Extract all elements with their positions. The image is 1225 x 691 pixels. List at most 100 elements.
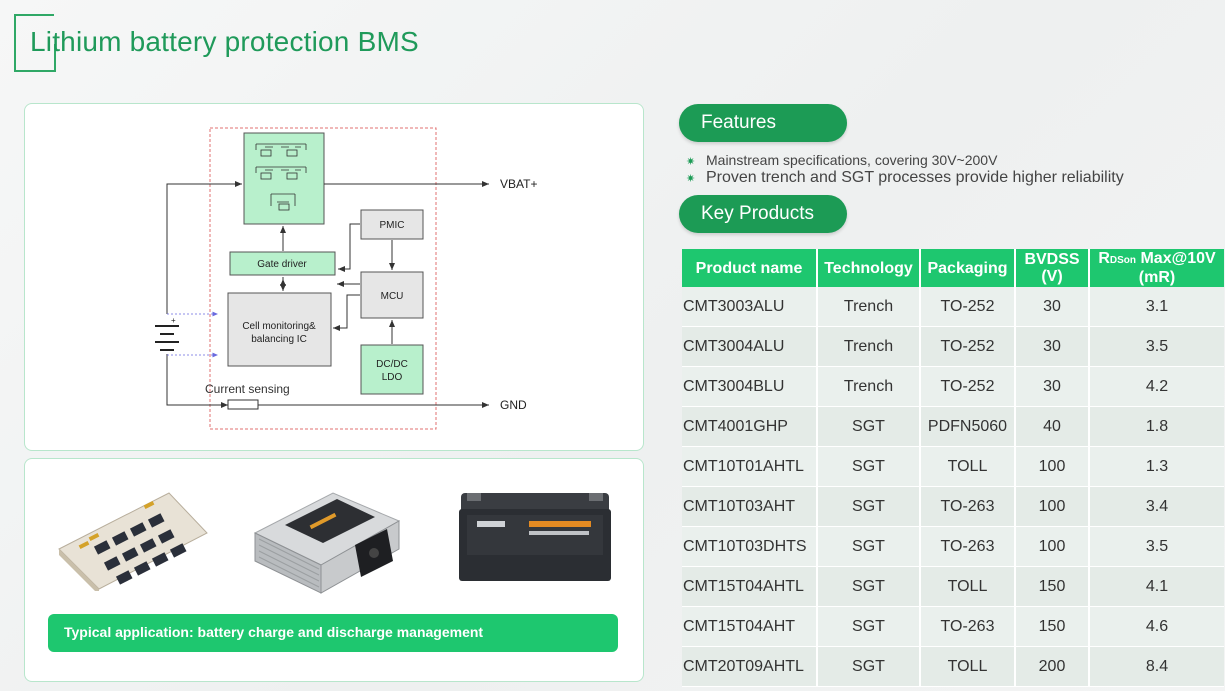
- technology-cell: SGT: [817, 446, 921, 487]
- rdson-cell: 1.3: [1089, 446, 1224, 487]
- technology-cell: SGT: [817, 486, 921, 527]
- col-product-name: Product name: [682, 249, 818, 287]
- mosfet-symbols: [255, 143, 307, 211]
- features-heading: Features: [679, 104, 847, 142]
- bvdss-cell: 100: [1015, 526, 1090, 567]
- mosfet-block: [243, 132, 325, 225]
- feature-item: ✷Mainstream specifications, covering 30V…: [686, 152, 998, 168]
- typical-application-banner: Typical application: battery charge and …: [48, 614, 618, 652]
- cell-monitoring-block: [227, 292, 332, 367]
- bms-boundary: [209, 127, 437, 430]
- pmic-block: [360, 209, 424, 240]
- mcu-label: MCU: [381, 291, 404, 302]
- current-sense-resistor: [227, 399, 259, 410]
- current-sensing-label: Current sensing: [205, 382, 290, 396]
- product-name-cell: CMT15T04AHTL: [682, 566, 818, 607]
- block-diagram-panel: Gate driver PMIC MCU Cell monitoring& ba…: [24, 103, 644, 451]
- packaging-cell: TO-252: [920, 287, 1016, 327]
- mcu-block: [360, 271, 424, 319]
- dcdc-block: [360, 344, 424, 395]
- rdson-cell: 8.4: [1089, 646, 1224, 687]
- star-bullet-icon: ✷: [686, 156, 696, 168]
- bvdss-cell: 100: [1015, 486, 1090, 527]
- technology-cell: Trench: [817, 366, 921, 407]
- lithium-battery-image: [459, 493, 611, 581]
- rdson-cell: 3.1: [1089, 287, 1224, 327]
- key-products-table: Product name Technology Packaging BVDSS(…: [682, 249, 1224, 687]
- rdson-cell: 4.2: [1089, 366, 1224, 407]
- rdson-cell: 4.6: [1089, 606, 1224, 647]
- bms-block-diagram: Gate driver PMIC MCU Cell monitoring& ba…: [155, 127, 537, 430]
- bvdss-cell: 30: [1015, 326, 1090, 367]
- bvdss-cell: 40: [1015, 406, 1090, 447]
- packaging-cell: TO-252: [920, 326, 1016, 367]
- application-photos-panel: Typical application: battery charge and …: [24, 458, 644, 682]
- packaging-cell: TO-263: [920, 486, 1016, 527]
- cell-monitoring-label-2: balancing IC: [251, 334, 307, 345]
- packaging-cell: TO-263: [920, 526, 1016, 567]
- technology-cell: Trench: [817, 287, 921, 327]
- packaging-cell: TOLL: [920, 446, 1016, 487]
- feature-item: ✷Proven trench and SGT processes provide…: [686, 169, 1124, 186]
- gate-driver-label: Gate driver: [257, 259, 307, 270]
- battery-symbol: [155, 325, 179, 351]
- product-name-cell: CMT10T03AHT: [682, 486, 818, 527]
- bvdss-cell: 30: [1015, 366, 1090, 407]
- packaging-cell: TO-252: [920, 366, 1016, 407]
- product-name-cell: CMT15T04AHT: [682, 606, 818, 647]
- bvdss-cell: 200: [1015, 646, 1090, 687]
- rdson-cell: 3.5: [1089, 326, 1224, 367]
- col-rdson: RDSon Max@10V(mR): [1089, 249, 1224, 287]
- technology-cell: SGT: [817, 406, 921, 447]
- technology-cell: SGT: [817, 526, 921, 567]
- cell-monitoring-label-1: Cell monitoring&: [242, 321, 316, 332]
- product-name-cell: CMT4001GHP: [682, 406, 818, 447]
- technology-cell: Trench: [817, 326, 921, 367]
- packaging-cell: TO-263: [920, 606, 1016, 647]
- gate-driver-block: [229, 251, 336, 276]
- packaging-cell: PDFN5060: [920, 406, 1016, 447]
- bvdss-cell: 30: [1015, 287, 1090, 327]
- dcdc-label-1: DC/DC: [376, 359, 408, 370]
- rdson-cell: 3.4: [1089, 486, 1224, 527]
- gnd-line: [166, 354, 228, 408]
- pmic-label: PMIC: [380, 220, 405, 231]
- product-name-cell: CMT3004BLU: [682, 366, 818, 407]
- bvdss-cell: 150: [1015, 566, 1090, 607]
- dcdc-label-2: LDO: [382, 372, 403, 383]
- col-bvdss: BVDSS(V): [1015, 249, 1090, 287]
- battery-plus: +: [171, 316, 176, 325]
- key-products-heading: Key Products: [679, 195, 847, 233]
- col-technology: Technology: [817, 249, 921, 287]
- bvdss-cell: 150: [1015, 606, 1090, 647]
- rdson-cell: 4.1: [1089, 566, 1224, 607]
- vbat-line: [166, 181, 242, 314]
- product-name-cell: CMT20T09AHTL: [682, 646, 818, 687]
- product-name-cell: CMT10T01AHTL: [682, 446, 818, 487]
- battery-charger-image: [253, 492, 401, 594]
- rdson-cell: 3.5: [1089, 526, 1224, 567]
- rdson-cell: 1.8: [1089, 406, 1224, 447]
- packaging-cell: TOLL: [920, 646, 1016, 687]
- technology-cell: SGT: [817, 566, 921, 607]
- table-header-row: Product name Technology Packaging BVDSS(…: [682, 249, 1224, 287]
- vbat-label: VBAT+: [500, 177, 537, 191]
- star-bullet-icon: ✷: [686, 173, 696, 185]
- product-name-cell: CMT3003ALU: [682, 287, 818, 327]
- technology-cell: SGT: [817, 606, 921, 647]
- product-name-cell: CMT3004ALU: [682, 326, 818, 367]
- gnd-label: GND: [500, 398, 527, 412]
- col-packaging: Packaging: [920, 249, 1016, 287]
- packaging-cell: TOLL: [920, 566, 1016, 607]
- technology-cell: SGT: [817, 646, 921, 687]
- bvdss-cell: 100: [1015, 446, 1090, 487]
